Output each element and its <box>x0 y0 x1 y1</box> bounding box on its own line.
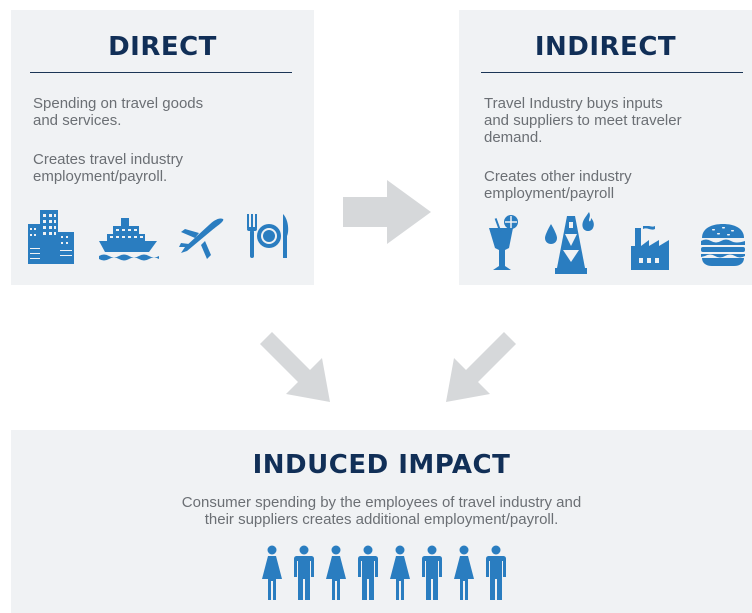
indirect-text-4: Creates other industry <box>484 168 632 185</box>
induced-impact-panel: INDUCED IMPACT Consumer spending by the … <box>11 430 752 613</box>
direct-text-4: employment/payroll. <box>33 168 168 185</box>
people-row <box>260 545 520 601</box>
man-icon <box>422 545 442 600</box>
indirect-text-2: and suppliers to meet traveler <box>484 112 682 129</box>
cruise-ship-icon <box>99 218 159 261</box>
city-buildings-icon <box>28 210 74 264</box>
man-icon <box>294 545 314 600</box>
direct-title: DIRECT <box>108 32 217 62</box>
induced-text-2: their suppliers creates additional emplo… <box>204 511 559 528</box>
direct-text-2: and services. <box>33 112 122 129</box>
direct-text-1: Spending on travel goods <box>33 95 204 112</box>
induced-text-1: Consumer spending by the employees of tr… <box>181 494 582 511</box>
indirect-text-1: Travel Industry buys inputs <box>484 95 663 112</box>
woman-icon <box>454 545 474 600</box>
indirect-text-3: demand. <box>484 129 543 146</box>
direct-panel: DIRECT Spending on travel goods and serv… <box>11 10 314 285</box>
dining-plate-icon <box>247 214 289 258</box>
indirect-title: INDIRECT <box>534 32 677 62</box>
airplane-icon <box>179 218 224 259</box>
induced-title: INDUCED IMPACT <box>252 450 511 480</box>
indirect-panel: INDIRECT Travel Industry buys inputs and… <box>459 10 752 285</box>
down-left-arrow <box>446 332 516 402</box>
burger-icon <box>701 224 745 266</box>
indirect-divider <box>481 72 743 73</box>
man-icon <box>358 545 378 600</box>
man-icon <box>486 545 506 600</box>
factory-icon <box>631 226 669 270</box>
woman-icon <box>390 545 410 600</box>
down-right-arrow <box>260 332 330 402</box>
cocktail-icon <box>489 215 518 270</box>
woman-icon <box>262 545 282 600</box>
direct-divider <box>30 72 292 73</box>
indirect-text-5: employment/payroll <box>484 185 615 202</box>
oil-rig-icon <box>545 212 594 274</box>
woman-icon <box>326 545 346 600</box>
right-arrow <box>343 180 431 244</box>
direct-text-3: Creates travel industry <box>33 151 184 168</box>
